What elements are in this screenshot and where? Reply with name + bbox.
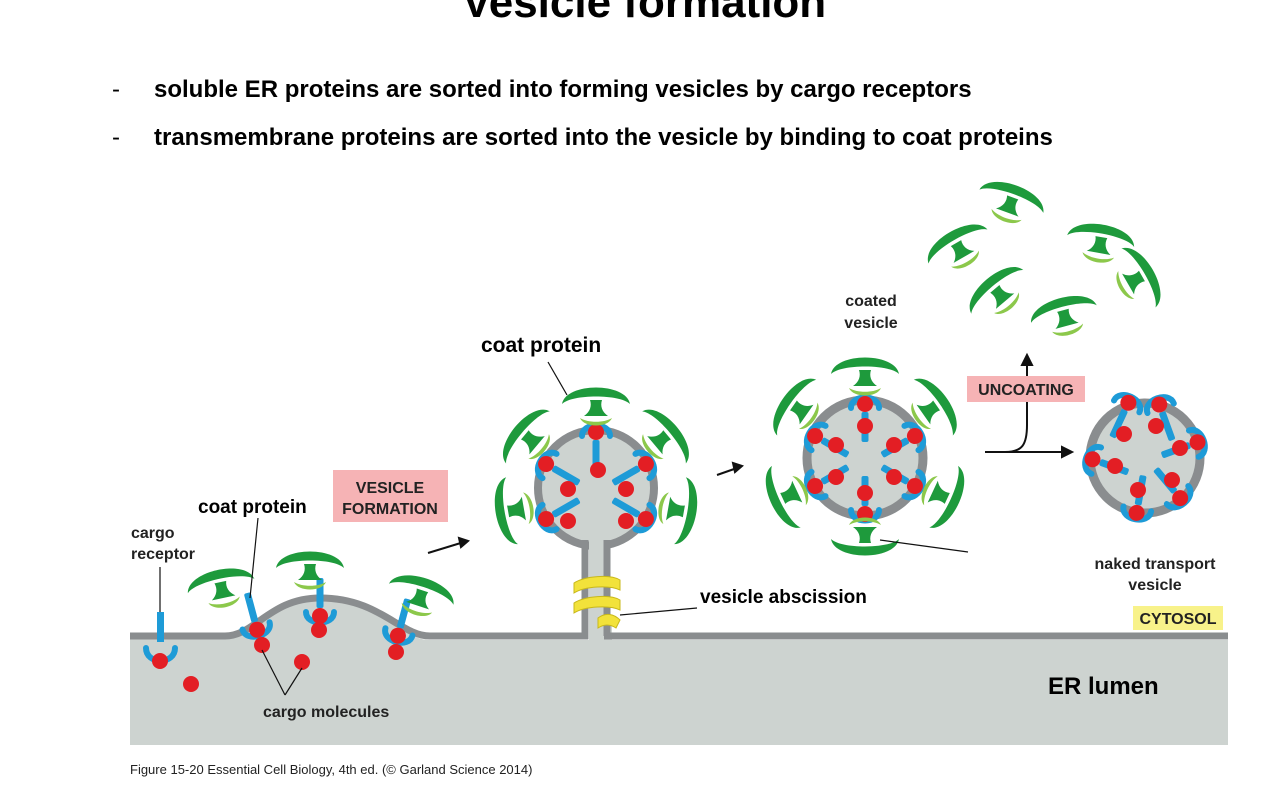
bullet-marker: - bbox=[112, 76, 120, 103]
label-naked-vesicle-line2: vesicle bbox=[1128, 577, 1181, 594]
label-coat-protein-top: coat protein bbox=[481, 334, 601, 357]
bullet-text-2: transmembrane proteins are sorted into t… bbox=[154, 124, 1053, 151]
label-cargo-receptor-line2: receptor bbox=[131, 546, 195, 563]
bullet-marker: - bbox=[112, 124, 120, 151]
label-coat-protein-left: coat protein bbox=[198, 497, 307, 518]
label-vesicle-formation-line1: VESICLE bbox=[356, 480, 425, 497]
page-title: Vesicle formation bbox=[461, 0, 827, 27]
label-cytosol: CYTOSOL bbox=[1139, 611, 1216, 628]
label-vesicle-formation-line2: FORMATION bbox=[342, 501, 438, 518]
vesicle-formation-badge bbox=[333, 470, 448, 522]
label-coated-vesicle-line2: vesicle bbox=[844, 315, 897, 332]
bullet-point-1: - soluble ER proteins are sorted into for… bbox=[112, 76, 972, 104]
label-naked-vesicle-line1: naked transport bbox=[1095, 556, 1217, 573]
bullet-point-2: - transmembrane proteins are sorted into … bbox=[112, 124, 1053, 152]
figure-caption: Figure 15-20 Essential Cell Biology, 4th… bbox=[130, 762, 533, 777]
leader-lines bbox=[159, 361, 969, 696]
label-vesicle-abscission: vesicle abscission bbox=[700, 587, 867, 608]
uncoating-badge bbox=[967, 376, 1085, 402]
coated-vesicle bbox=[757, 357, 973, 556]
label-coated-vesicle-line1: coated bbox=[845, 293, 897, 310]
budding-vesicle bbox=[532, 424, 660, 640]
abscission-protein bbox=[573, 575, 621, 629]
label-er-lumen: ER lumen bbox=[1048, 673, 1159, 700]
label-uncoating: UNCOATING bbox=[978, 382, 1074, 399]
stage1-receptors bbox=[143, 578, 421, 692]
cytosol-badge bbox=[1133, 606, 1223, 630]
released-coats bbox=[920, 174, 1170, 344]
naked-vesicle bbox=[1080, 390, 1210, 524]
bullet-text-1: soluble ER proteins are sorted into form… bbox=[154, 76, 972, 103]
label-cargo-receptor-line1: cargo bbox=[131, 525, 175, 542]
process-arrows bbox=[427, 352, 1075, 554]
label-cargo-molecules: cargo molecules bbox=[263, 704, 389, 721]
